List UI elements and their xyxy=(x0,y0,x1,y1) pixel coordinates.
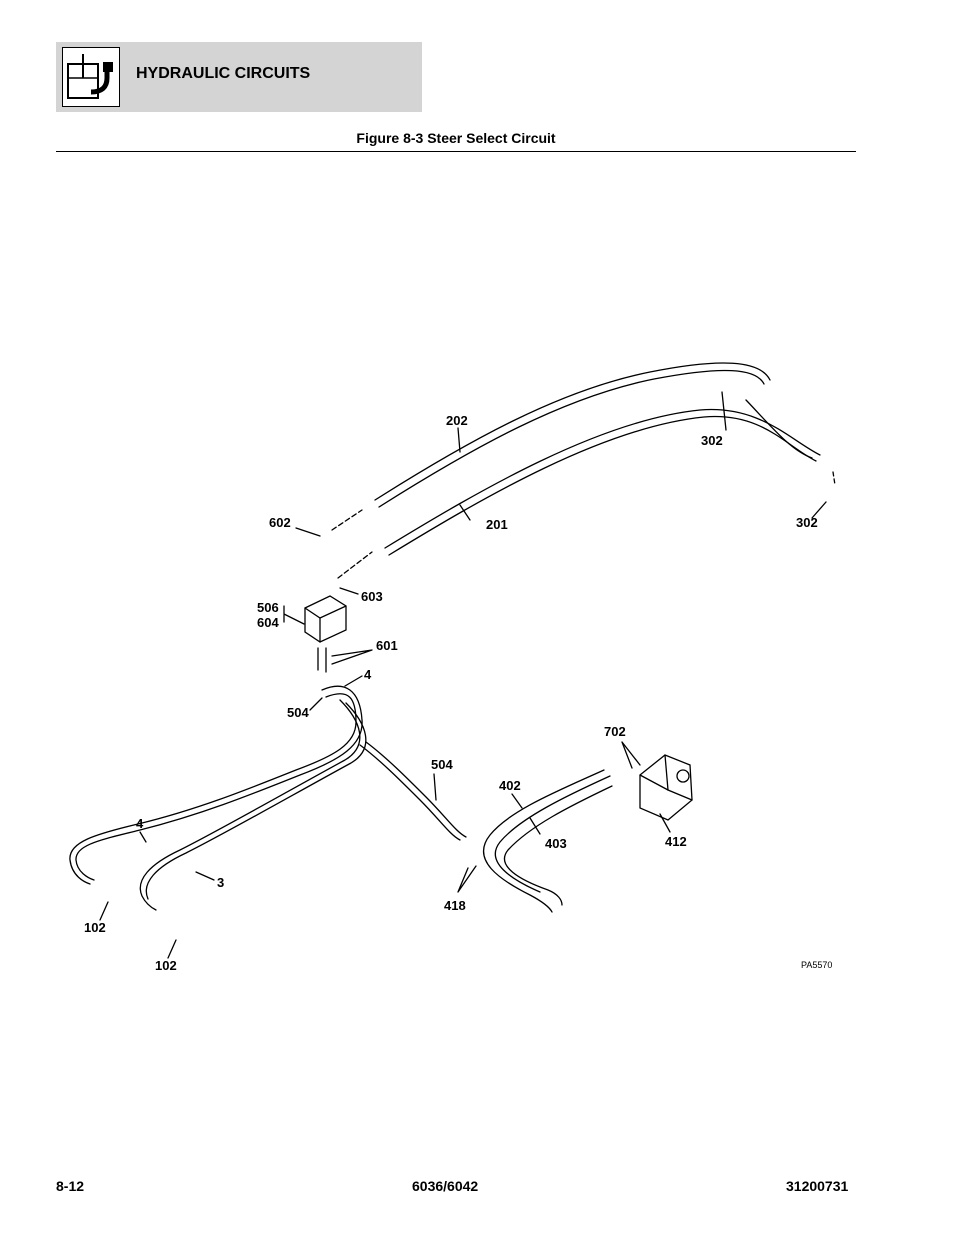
callout-418: 418 xyxy=(444,898,466,913)
callout-201: 201 xyxy=(486,517,508,532)
callout-302-lower: 302 xyxy=(796,515,818,530)
hydraulic-reservoir-icon xyxy=(62,47,120,107)
footer-page-number: 8-12 xyxy=(56,1178,85,1194)
hose-lines xyxy=(69,362,836,959)
callout-302-upper: 302 xyxy=(701,433,723,448)
callout-202: 202 xyxy=(446,413,468,428)
callout-603: 603 xyxy=(361,589,383,604)
footer-model: 6036/6042 xyxy=(412,1178,479,1194)
section-title: HYDRAULIC CIRCUITS xyxy=(136,65,311,82)
footer-doc-number: 31200731 xyxy=(786,1178,849,1194)
header-divider xyxy=(56,151,856,152)
callout-402: 402 xyxy=(499,778,521,793)
figure-title: Figure 8-3 Steer Select Circuit xyxy=(356,130,556,146)
callout-4-lower: 4 xyxy=(136,816,144,831)
callout-3: 3 xyxy=(217,875,224,890)
callout-102-left: 102 xyxy=(84,920,106,935)
callout-702: 702 xyxy=(604,724,626,739)
callout-506: 506 xyxy=(257,600,279,615)
callout-403: 403 xyxy=(545,836,567,851)
callout-604: 604 xyxy=(257,615,279,630)
callout-601: 601 xyxy=(376,638,398,653)
callout-504-left: 504 xyxy=(287,705,309,720)
callout-602: 602 xyxy=(269,515,291,530)
figure-id: PA5570 xyxy=(801,960,832,970)
callout-504-right: 504 xyxy=(431,757,453,772)
callout-412: 412 xyxy=(665,834,687,849)
callout-102-right: 102 xyxy=(155,958,177,973)
callout-4-upper: 4 xyxy=(364,667,372,682)
